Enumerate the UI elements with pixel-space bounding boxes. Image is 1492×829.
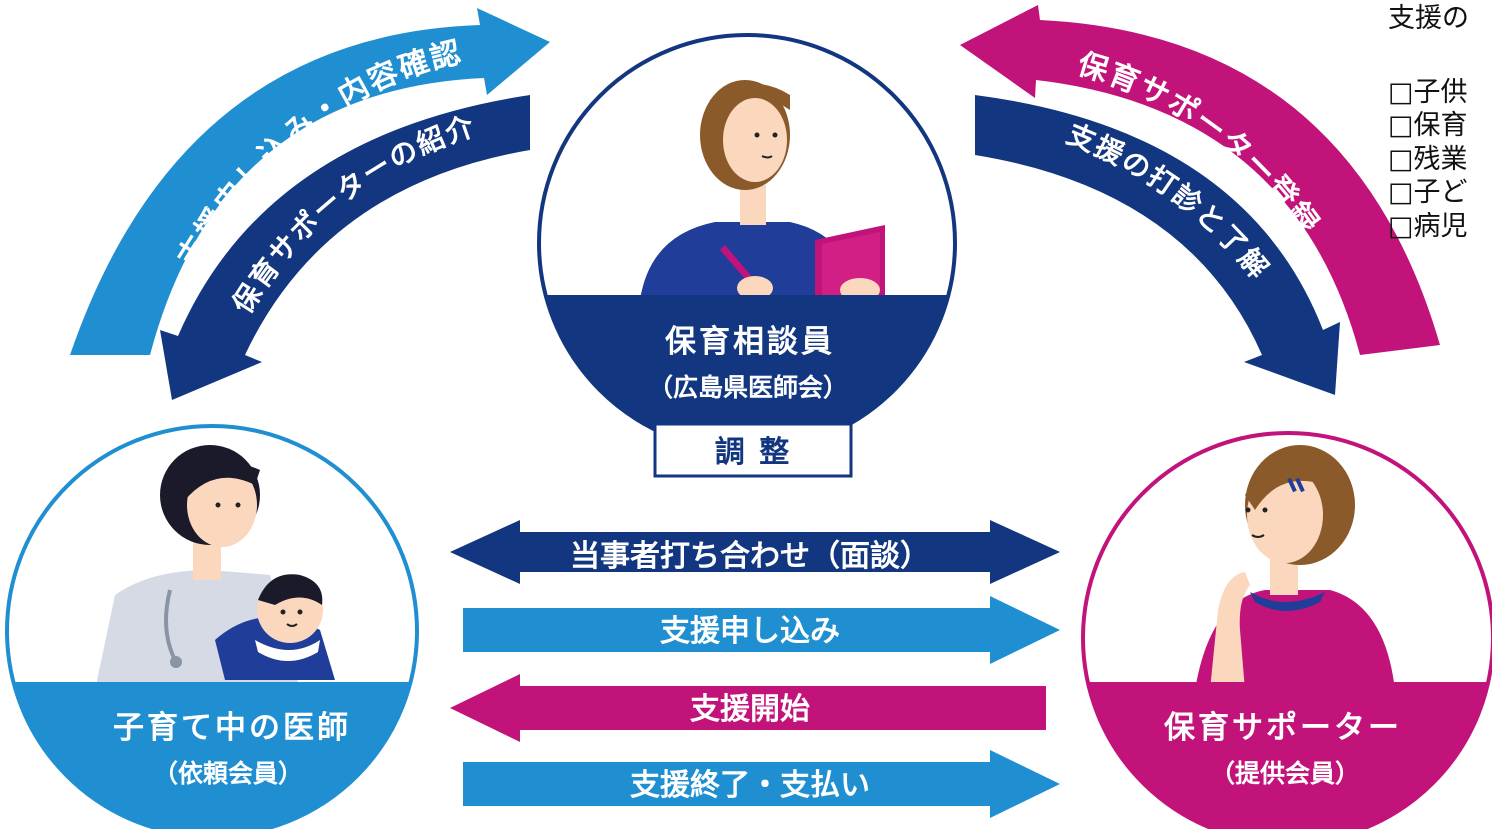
- side-panel-item: □保育: [1388, 110, 1468, 141]
- left-node: 子育て中の医師 （依頼会員）: [5, 424, 419, 829]
- flow-application-label: 支援申し込み: [660, 614, 840, 649]
- right-role-label: 保育サポーター: [1164, 710, 1402, 746]
- flow-end-label: 支援終了・支払い: [630, 768, 870, 803]
- flow-meeting-arrow: 当事者打ち合わせ（面談）: [450, 520, 1060, 584]
- adjustment-badge-label: 調 整: [715, 435, 791, 470]
- flow-meeting-label: 当事者打ち合わせ（面談）: [570, 539, 930, 574]
- flow-start-arrow: 支援開始: [450, 674, 1046, 742]
- counselor-illustration: [640, 80, 885, 305]
- adjustment-badge: 調 整: [653, 422, 853, 478]
- doctor-with-baby-illustration: [95, 445, 335, 690]
- flow-start-label: 支援開始: [690, 692, 810, 727]
- right-type-label: （提供会員）: [1210, 759, 1360, 788]
- side-panel-item: □残業: [1388, 143, 1468, 175]
- side-panel-item: □子ど: [1388, 177, 1468, 208]
- supporter-illustration: [1195, 445, 1395, 690]
- right-node: 保育サポーター （提供会員）: [1081, 431, 1492, 829]
- side-panel-item: □子供: [1388, 76, 1468, 108]
- stethoscope-icon: [164, 589, 182, 668]
- side-panel-intro: 支援の: [1388, 3, 1469, 34]
- flow-application-arrow: 支援申し込み: [463, 596, 1060, 664]
- side-panel: 支援の □子供 □保育 □残業 □子ど □病児: [1388, 2, 1492, 243]
- side-panel-item: □病児: [1388, 210, 1468, 242]
- center-role-label: 保育相談員: [665, 324, 835, 360]
- left-type-label: （依頼会員）: [153, 759, 303, 788]
- left-role-label: 子育て中の医師: [113, 710, 351, 746]
- center-org-label: （広島県医師会）: [648, 373, 848, 402]
- flow-end-arrow: 支援終了・支払い: [463, 750, 1060, 818]
- center-node: 保育相談員 （広島県医師会） 調 整: [537, 33, 957, 478]
